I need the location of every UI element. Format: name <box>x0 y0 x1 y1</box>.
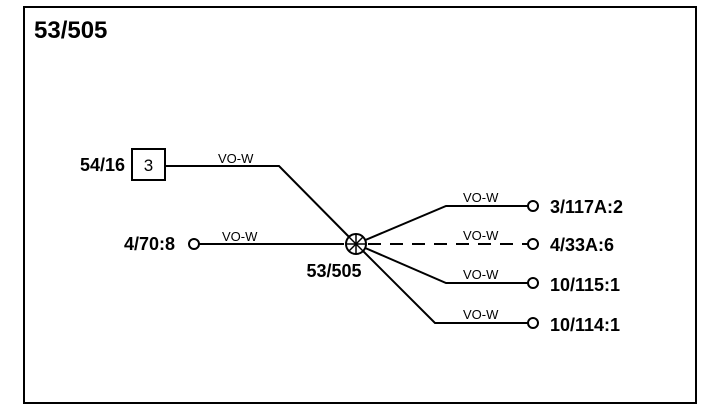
connector-pin-box <box>131 148 166 181</box>
splice-label: 53/505 <box>306 261 361 281</box>
wire-label-10-115-1: VO-W <box>463 267 499 282</box>
terminal-10-115-1 <box>527 277 539 289</box>
splice-icon <box>345 233 367 255</box>
terminal-label-10-114-1: 10/114:1 <box>550 315 620 335</box>
diagram-title: 53/505 <box>34 17 107 44</box>
wire-label-4-70-8: VO-W <box>222 229 258 244</box>
terminal-3-117a-2 <box>527 200 539 212</box>
connector-pin-number: 3 <box>144 156 153 175</box>
terminal-10-114-1 <box>527 317 539 329</box>
terminal-4-70-8 <box>188 238 200 250</box>
terminal-label-10-115-1: 10/115:1 <box>550 275 620 295</box>
wire-54-16 <box>165 165 357 245</box>
diagram-border <box>23 6 697 404</box>
terminal-label-4-70-8: 4/70:8 <box>124 234 175 254</box>
wire-label-3-117a-2: VO-W <box>463 190 499 205</box>
wire-10-114-1 <box>355 243 528 324</box>
terminal-label-3-117a-2: 3/117A:2 <box>550 197 623 217</box>
terminal-4-33a-6 <box>527 238 539 250</box>
wire-label-10-114-1: VO-W <box>463 307 499 322</box>
wire-10-115-1 <box>355 243 528 284</box>
terminal-label-4-33a-6: 4/33A:6 <box>550 235 614 255</box>
wire-3-117a-2 <box>355 205 528 245</box>
wire-label-4-33a-6: VO-W <box>463 228 499 243</box>
connector-label-54-16: 54/16 <box>80 155 125 175</box>
wire-label-54-16: VO-W <box>218 151 254 166</box>
